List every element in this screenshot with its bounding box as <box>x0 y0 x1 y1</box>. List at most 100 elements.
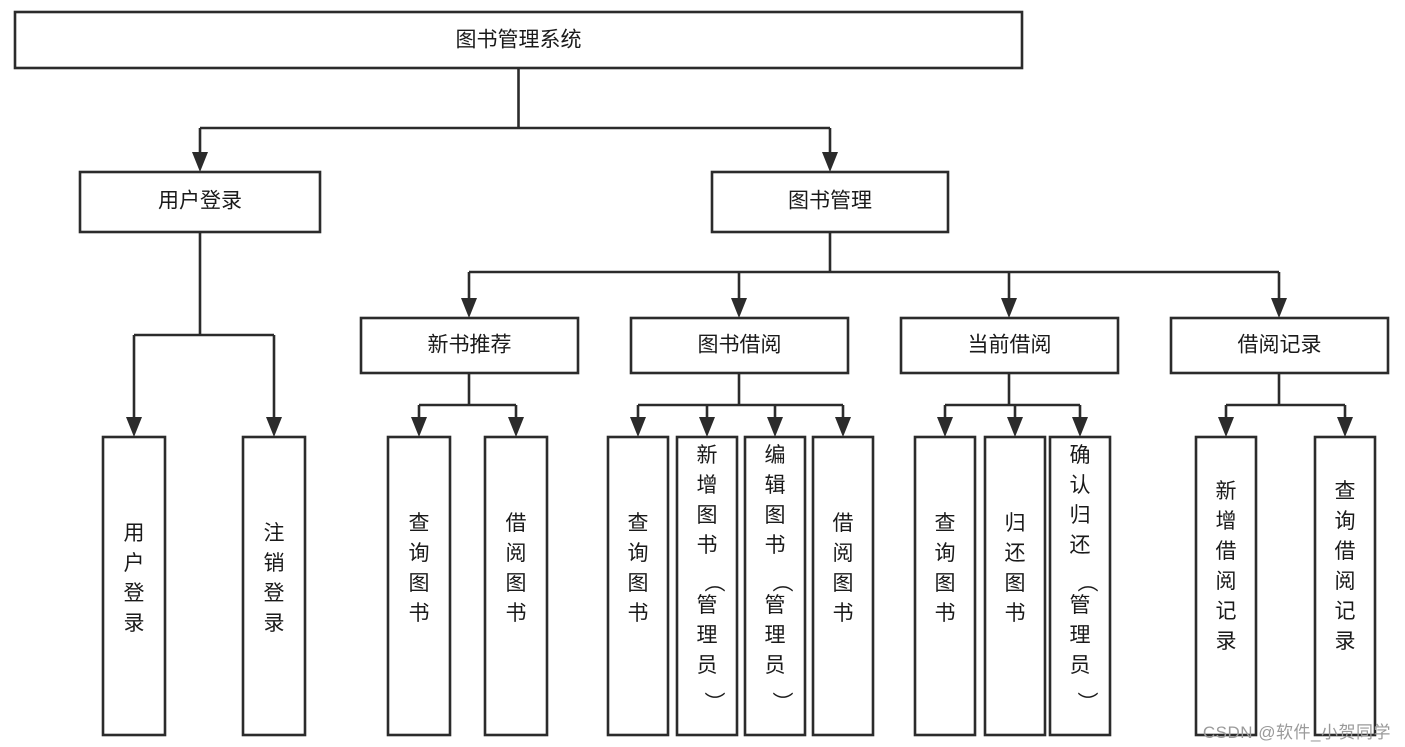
node-user-login[interactable]: 用户登录 <box>78 170 322 234</box>
node-current-borrow-box[interactable] <box>899 316 1120 375</box>
node-leaf-return-book-box[interactable] <box>983 435 1047 737</box>
arrow-to-leaf-borrow-book <box>835 417 851 437</box>
vertical-char: 借 <box>833 512 854 535</box>
vertical-char: 增 <box>1216 510 1237 533</box>
vertical-char: 询 <box>935 542 956 565</box>
node-root[interactable]: 图书管理系统 <box>13 10 1024 70</box>
vertical-char: 还 <box>1005 542 1026 565</box>
arrow-to-leaf-query-book-rec <box>411 417 427 437</box>
vertical-char: 图 <box>935 572 956 595</box>
vertical-char: 阅 <box>833 542 854 565</box>
node-borrow-records-box[interactable] <box>1169 316 1390 375</box>
vertical-char: 查 <box>935 512 956 535</box>
vertical-char: 归 <box>1005 512 1026 535</box>
vertical-char: 书 <box>697 534 718 557</box>
node-leaf-borrow-book-box[interactable] <box>811 435 875 737</box>
vertical-char: ） <box>702 692 725 713</box>
vertical-char: 记 <box>1335 600 1356 623</box>
vertical-char: 图 <box>628 572 649 595</box>
arrow-to-leaf-borrow-book-rec <box>508 417 524 437</box>
node-leaf-logout-box[interactable] <box>241 435 307 737</box>
node-leaf-edit-book-admin-box[interactable] <box>743 435 807 737</box>
vertical-char: 录 <box>264 612 285 635</box>
vertical-char: 书 <box>1005 602 1026 625</box>
vertical-char: ） <box>770 692 793 713</box>
node-layer: 图书管理系统 用户登录 图书管理 新书推荐 图书借阅 <box>13 10 1390 737</box>
node-leaf-query-book-cur-box[interactable] <box>913 435 977 737</box>
vertical-char: 书 <box>935 602 956 625</box>
node-current-borrow-label: 当前借阅 <box>968 334 1052 357</box>
vertical-char: 员 <box>765 654 786 677</box>
node-borrow-records[interactable]: 借阅记录 <box>1169 316 1390 375</box>
vertical-char: 编 <box>765 444 786 467</box>
vertical-char: 借 <box>506 512 527 535</box>
vertical-char: 借 <box>1335 540 1356 563</box>
node-leaf-user-login[interactable]: 用户登录 <box>101 435 167 737</box>
vertical-char: 管 <box>697 594 718 617</box>
vertical-char: 理 <box>765 624 786 647</box>
node-book-management-box[interactable] <box>710 170 950 234</box>
vertical-char: （ <box>702 572 725 593</box>
arrow-to-leaf-add-book-admin <box>699 417 715 437</box>
arrow-to-leaf-return-book <box>1007 417 1023 437</box>
vertical-char: 书 <box>833 602 854 625</box>
vertical-char: 确 <box>1070 444 1091 467</box>
vertical-char: 查 <box>1335 480 1356 503</box>
node-user-login-box[interactable] <box>78 170 322 234</box>
node-new-book-recommend[interactable]: 新书推荐 <box>359 316 580 375</box>
vertical-char: 销 <box>264 552 285 575</box>
node-leaf-confirm-return-admin-box[interactable] <box>1048 435 1112 737</box>
node-new-book-recommend-box[interactable] <box>359 316 580 375</box>
vertical-char: 图 <box>1005 572 1026 595</box>
node-book-borrow[interactable]: 图书借阅 <box>629 316 850 375</box>
node-book-management[interactable]: 图书管理 <box>710 170 950 234</box>
node-leaf-query-book-rec-box[interactable] <box>386 435 452 737</box>
node-user-login-label: 用户登录 <box>158 190 242 213</box>
vertical-char: 登 <box>124 582 145 605</box>
vertical-char: 理 <box>697 624 718 647</box>
vertical-char: 借 <box>1216 540 1237 563</box>
node-leaf-query-book-borrow-box[interactable] <box>606 435 670 737</box>
connector-layer <box>126 68 1353 437</box>
vertical-char: 图 <box>506 572 527 595</box>
node-leaf-query-borrow-record-box[interactable] <box>1313 435 1377 737</box>
arrow-to-current-borrow <box>1001 298 1017 318</box>
vertical-char: 询 <box>1335 510 1356 533</box>
vertical-char: 录 <box>124 612 145 635</box>
vertical-char: 注 <box>264 522 285 545</box>
node-book-borrow-box[interactable] <box>629 316 850 375</box>
node-leaf-user-login-box[interactable] <box>101 435 167 737</box>
vertical-char: 理 <box>1070 624 1091 647</box>
node-leaf-add-borrow-record-box[interactable] <box>1194 435 1258 737</box>
arrow-to-leaf-query-book-cur <box>937 417 953 437</box>
node-current-borrow[interactable]: 当前借阅 <box>899 316 1120 375</box>
vertical-char: 录 <box>1216 630 1237 653</box>
vertical-char: 询 <box>409 542 430 565</box>
node-root-box[interactable] <box>13 10 1024 70</box>
arrow-to-leaf-logout <box>266 417 282 437</box>
node-leaf-add-book-admin-box[interactable] <box>675 435 739 737</box>
arrow-to-leaf-confirm-return-admin <box>1072 417 1088 437</box>
node-leaf-borrow-book-rec-box[interactable] <box>483 435 549 737</box>
